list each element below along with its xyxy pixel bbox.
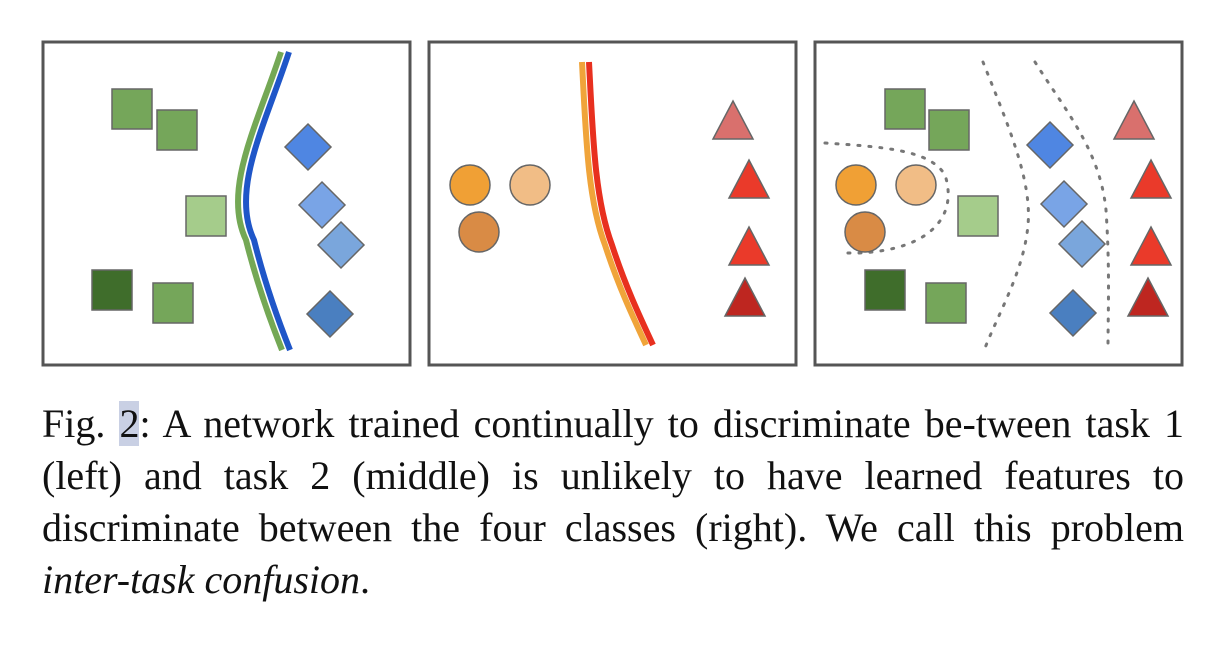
task-1-squares xyxy=(91,88,227,324)
task-2-circles xyxy=(449,164,551,253)
blue-diamond xyxy=(283,122,333,172)
pink-triangle xyxy=(711,99,755,140)
green-square xyxy=(152,282,194,324)
figure-caption: Fig. 2: A network trained continually to… xyxy=(42,398,1184,606)
dark-green-square xyxy=(91,269,133,311)
green-square xyxy=(156,109,198,151)
light-blue-diamond xyxy=(316,220,366,270)
task-2-triangles xyxy=(711,99,771,317)
task-2-boundary xyxy=(579,61,656,347)
four-classes-dotted-boundaries xyxy=(823,60,1110,350)
pink-triangle xyxy=(1112,99,1156,140)
dark-red-triangle xyxy=(723,276,767,317)
red-triangle xyxy=(1129,225,1173,266)
dark-orange-circle xyxy=(844,211,886,253)
task-1-diamonds xyxy=(283,122,366,339)
green-square xyxy=(928,109,970,151)
red-triangle xyxy=(727,158,771,199)
dotted-boundary-circles xyxy=(823,141,950,255)
light-orange-circle xyxy=(509,164,551,206)
red-boundary-line xyxy=(586,61,656,347)
dark-orange-circle xyxy=(458,211,500,253)
caption-end: . xyxy=(360,557,371,602)
light-orange-circle xyxy=(895,164,937,206)
blue-boundary-line xyxy=(243,51,293,352)
four-classes-circles xyxy=(835,164,937,253)
orange-circle xyxy=(449,164,491,206)
figure-illustration xyxy=(41,40,1184,367)
steel-blue-diamond xyxy=(305,289,355,339)
light-green-square xyxy=(185,195,227,237)
red-triangle xyxy=(727,225,771,266)
dark-red-triangle xyxy=(1126,276,1170,317)
dotted-boundary-diamonds-triangles xyxy=(1033,60,1110,350)
four-classes-triangles xyxy=(1112,99,1173,317)
orange-boundary-line xyxy=(579,61,649,347)
four-classes-diamonds xyxy=(1025,120,1107,338)
light-blue-diamond xyxy=(297,180,347,230)
green-square xyxy=(884,88,926,130)
four-classes-squares xyxy=(864,88,999,324)
light-blue-diamond xyxy=(1057,219,1107,269)
orange-circle xyxy=(835,164,877,206)
steel-blue-diamond xyxy=(1048,288,1098,338)
red-triangle xyxy=(1129,158,1173,199)
green-boundary-line xyxy=(235,51,285,352)
caption-term: inter-task confusion xyxy=(42,557,361,602)
dark-green-square xyxy=(864,269,906,311)
blue-diamond xyxy=(1025,120,1075,170)
figure-number: 2 xyxy=(119,401,140,446)
caption-prefix: Fig. xyxy=(42,401,120,446)
green-square xyxy=(925,282,967,324)
dotted-boundary-squares-diamonds xyxy=(981,60,1030,350)
caption-body: : A network trained continually to discr… xyxy=(42,401,1185,550)
light-green-square xyxy=(957,195,999,237)
green-square xyxy=(111,88,153,130)
task-1-boundary xyxy=(235,51,293,352)
light-blue-diamond xyxy=(1039,179,1089,229)
